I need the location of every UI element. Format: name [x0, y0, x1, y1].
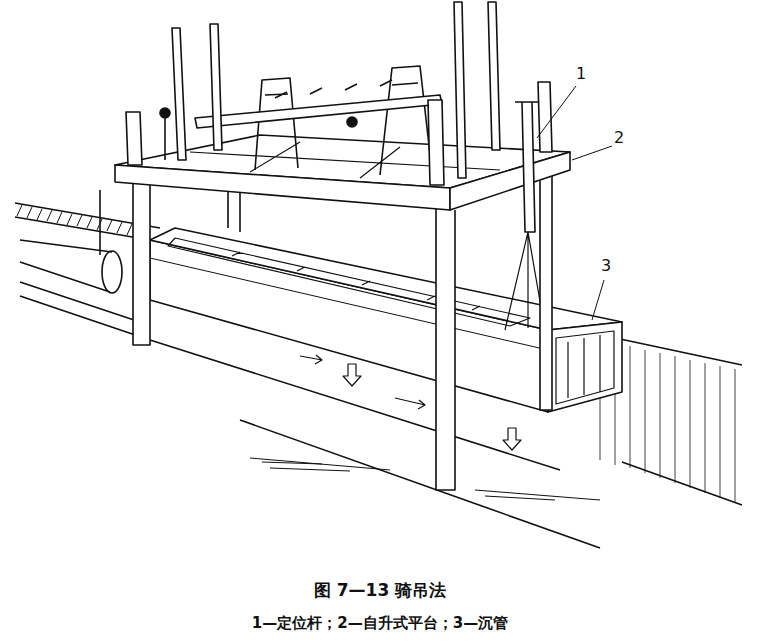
deck-plates	[168, 238, 530, 326]
tube-end	[548, 322, 622, 412]
post	[164, 118, 166, 160]
laid-tube	[20, 240, 112, 292]
positioning-rod	[172, 28, 186, 160]
deck-beam	[190, 142, 500, 178]
tube-line	[150, 258, 548, 350]
platform-front	[115, 165, 450, 210]
pile-top	[126, 82, 552, 185]
winch-dot	[160, 108, 170, 118]
line-art	[15, 2, 742, 548]
leader-line	[537, 86, 576, 138]
positioning-rod	[210, 24, 222, 150]
floor-hatch	[250, 458, 600, 500]
figure-caption: 图 7—13 骑吊法	[314, 580, 446, 600]
winch-dot	[347, 117, 357, 127]
beam-fitting	[275, 80, 392, 98]
winch-frame	[255, 78, 298, 170]
flow-arrow	[300, 355, 425, 409]
legend-note: 1—定位杆；2—自升式平台；3—沉管	[252, 614, 508, 632]
leader-line	[592, 280, 604, 320]
leader-line	[572, 146, 612, 160]
sink-arrow	[343, 364, 521, 450]
callout-number: 1	[576, 64, 586, 83]
bank-hatch	[17, 205, 132, 235]
sling	[505, 232, 545, 330]
platform-leg	[436, 208, 455, 490]
positioning-rod	[515, 102, 540, 232]
positioning-rod	[454, 2, 466, 178]
callout-number: 3	[601, 256, 611, 275]
platform-leg	[133, 180, 150, 345]
callout-number: 2	[614, 128, 624, 147]
bulkhead	[556, 331, 614, 404]
gantry-beam	[195, 95, 442, 128]
positioning-rod	[488, 2, 500, 150]
tube-joint	[102, 251, 122, 293]
platform-leg	[540, 168, 552, 410]
platform-side	[450, 152, 570, 210]
rod	[99, 190, 101, 255]
